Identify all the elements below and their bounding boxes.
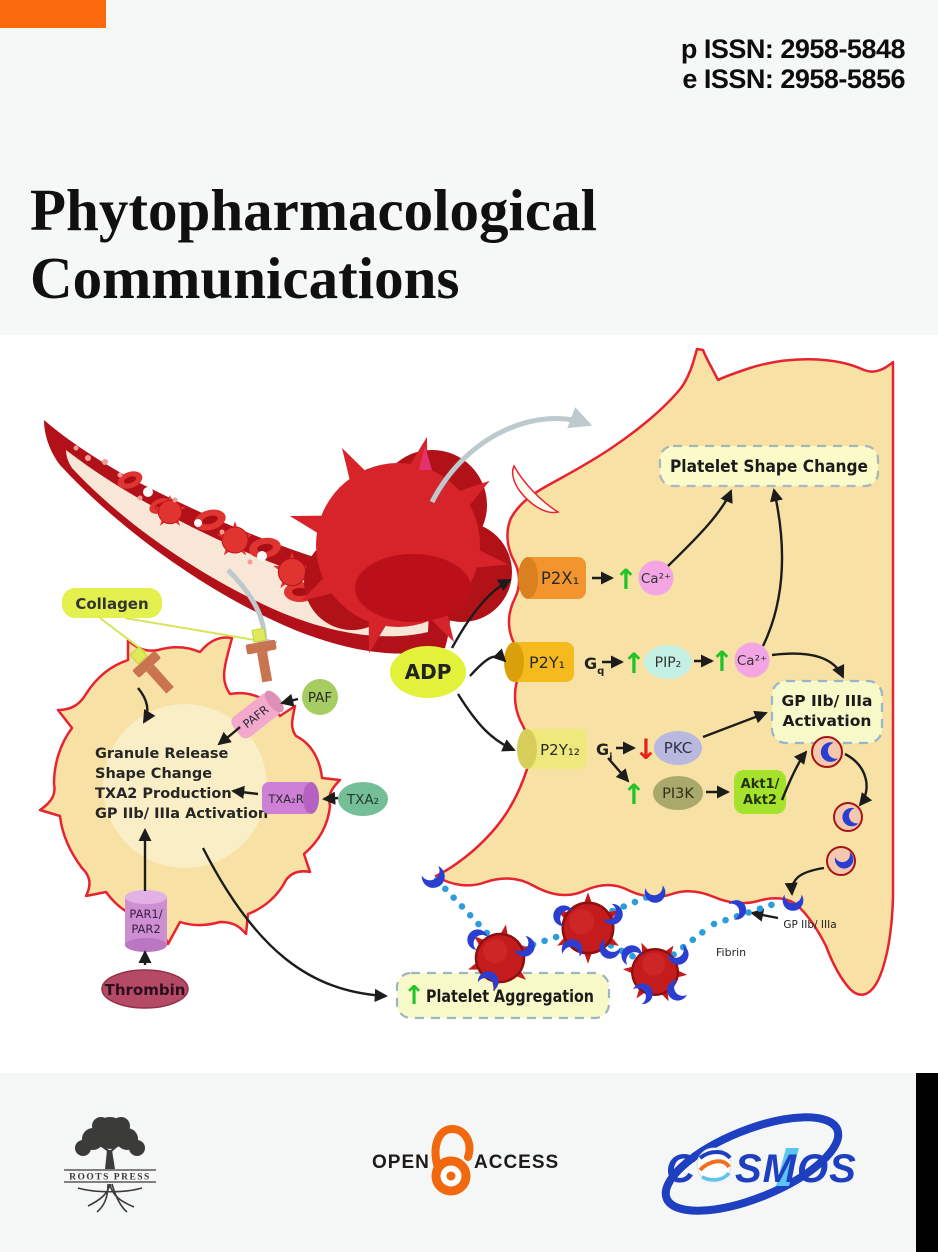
adp-label: ADP [405, 660, 452, 684]
open-label: OPEN [372, 1152, 430, 1173]
membrane-notch [511, 464, 560, 514]
cosmos-accent [776, 1148, 799, 1186]
p2y1-label: P2Y₁ [529, 653, 565, 672]
title-line-1: Phytopharmacological [30, 177, 598, 243]
effect-granule-release: Granule Release [95, 746, 229, 762]
paf-label: PAF [308, 690, 332, 706]
p2x1-receptor: P2X₁ [518, 557, 586, 599]
akt-label-line2: Akt2 [743, 793, 777, 808]
orbit-icon [661, 1113, 843, 1215]
effect-txa2-production: TXA2 Production [95, 786, 232, 802]
platelet-pathway-figure: Collagen Granule Release Shape Change TX… [38, 347, 895, 1020]
increase-arrow-icon: ↑ [710, 645, 733, 678]
pkc-node [654, 731, 702, 765]
par-label-line1: PAR1/ [129, 907, 162, 921]
footer-logos: ROOTS PRESS OPEN ACCESS [64, 1113, 857, 1215]
par-label-line2: PAR2 [131, 922, 160, 936]
flow-arrow-to-activated [429, 407, 593, 504]
pip2-node [644, 645, 692, 679]
footer-accent-bar [916, 1073, 938, 1252]
page-title: Phytopharmacological Communications [30, 176, 597, 312]
roots-icon [77, 1183, 143, 1213]
p2y12-receptor: P2Y₁₂ [517, 729, 587, 769]
akt-label-line1: Akt1/ [741, 777, 780, 792]
platelet-spike [419, 446, 432, 470]
txa2r-label: TXA₂R [267, 792, 303, 806]
akt-node [734, 770, 786, 814]
cosmos-letter-c: C [666, 1147, 696, 1191]
title-line-2: Communications [30, 245, 460, 311]
increase-arrow-icon: ↑ [622, 778, 645, 811]
calcium-label: Ca²⁺ [737, 653, 767, 669]
gq-label: Gq [584, 654, 604, 677]
aggregation-label: Platelet Aggregation [426, 987, 594, 1007]
signal-arrows [137, 488, 873, 1002]
accent-bar [0, 0, 106, 28]
platelet-aggregation-box: ↑ Platelet Aggregation [395, 971, 611, 1020]
calcium-node [734, 642, 770, 678]
thrombin-ligand [101, 969, 189, 1009]
txa2-ligand [338, 782, 388, 816]
adp-ligand [390, 646, 466, 698]
p2y1-receptor: P2Y₁ [504, 642, 574, 682]
paf-ligand [302, 679, 338, 715]
thrombin-label: Thrombin [105, 981, 186, 999]
effect-shape-change: Shape Change [95, 766, 212, 782]
gp-activation-line2: Activation [783, 712, 872, 730]
footer: ROOTS PRESS OPEN ACCESS [0, 1073, 938, 1252]
fibrin-label: Fibrin [716, 946, 746, 959]
plasma-dots [73, 445, 253, 565]
effect-gp-activation: GP IIb/ IIIa Activation [95, 806, 268, 822]
gp-activation-box: GP IIb/ IIIa Activation [770, 679, 884, 745]
collagen-receptor-icon [245, 627, 277, 683]
open-lock-icon [431, 1124, 474, 1196]
increase-arrow-icon: ↑ [622, 647, 645, 680]
large-activated-platelet [289, 436, 512, 654]
gi-label: Gi [596, 740, 613, 763]
decrease-arrow-icon: ↓ [634, 733, 657, 766]
issn-print: p ISSN: 2958-5848 [680, 34, 906, 64]
p2x1-label: P2X₁ [541, 569, 579, 588]
gp-activation-line1: GP IIb/ IIIa [782, 692, 873, 710]
collagen-receptor-icon [129, 646, 174, 694]
platelet-shape-change-box: Platelet Shape Change [658, 444, 880, 488]
open-access-logo: OPEN ACCESS [372, 1124, 559, 1196]
access-label: ACCESS [474, 1152, 559, 1173]
txa2r-receptor: TXA₂R [262, 782, 319, 814]
issn-electronic: e ISSN: 2958-5856 [682, 64, 905, 94]
pi3k-node [653, 776, 703, 810]
roots-press-label: ROOTS PRESS [69, 1173, 151, 1183]
gp-receptor-vesicles [811, 736, 863, 876]
cosmos-letters-sm: SM [735, 1147, 798, 1191]
collagen-label: Collagen [75, 595, 148, 613]
tree-icon [75, 1117, 145, 1169]
pip2-label: PIP₂ [655, 655, 682, 671]
calcium-node [638, 560, 674, 596]
shape-change-label: Platelet Shape Change [670, 457, 868, 476]
increase-arrow-icon: ↑ [403, 981, 425, 1011]
resting-platelet-effects: Granule Release Shape Change TXA2 Produc… [95, 746, 268, 822]
gp-membrane-label: GP IIb/ IIIa [783, 919, 836, 931]
globe-icon [696, 1147, 732, 1183]
increase-arrow-icon: ↑ [614, 563, 637, 596]
par-receptor: PAR1/ PAR2 [125, 890, 167, 952]
cosmos-letters-os: OS [797, 1147, 857, 1191]
p2y12-label: P2Y₁₂ [540, 741, 580, 759]
collagen-group: Collagen [62, 588, 277, 694]
pkc-label: PKC [664, 739, 693, 757]
roots-press-logo: ROOTS PRESS [64, 1117, 156, 1213]
txa2-label: TXA₂ [346, 792, 379, 808]
figure-panel: Collagen Granule Release Shape Change TX… [0, 335, 938, 1073]
issn-block: p ISSN: 2958-5848 e ISSN: 2958-5856 [680, 34, 906, 94]
cosmos-logo: C SM OS [661, 1113, 857, 1215]
pafr-receptor: PAFR [231, 690, 284, 739]
calcium-label: Ca²⁺ [641, 571, 671, 587]
pi3k-label: PI3K [662, 786, 694, 802]
